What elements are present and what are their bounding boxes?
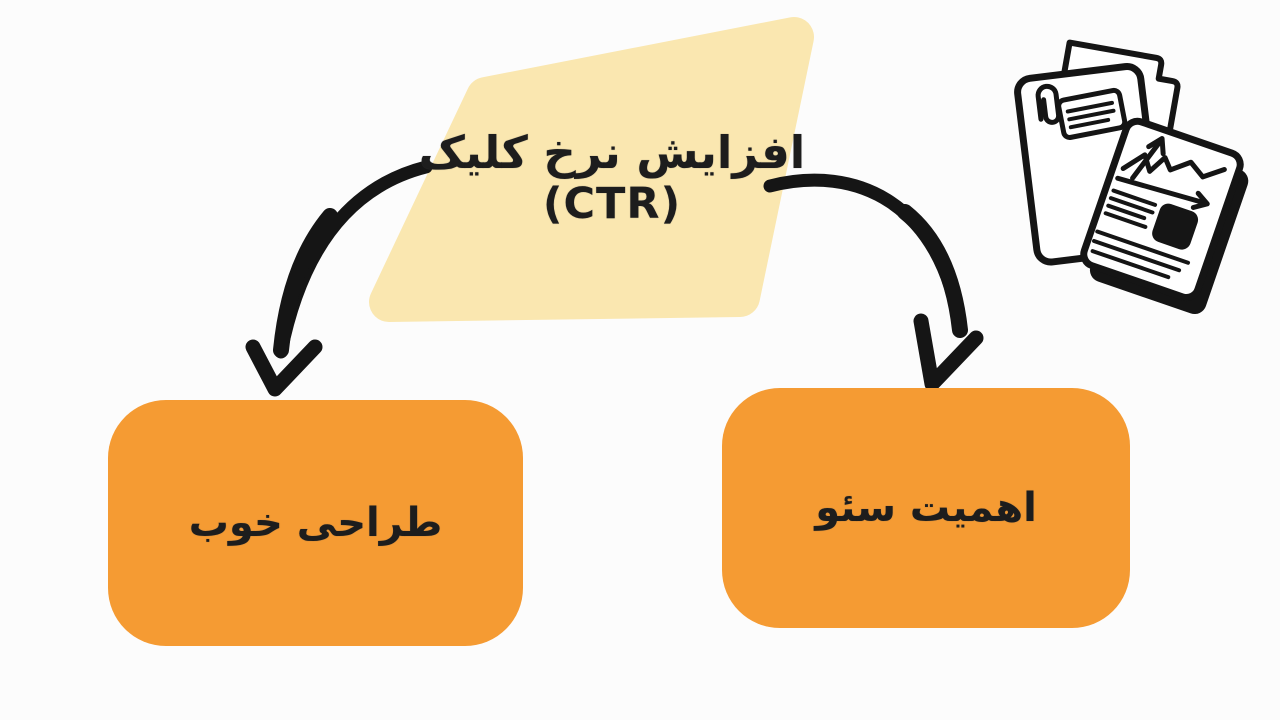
node-ctr-title-line2: (CTR): [542, 179, 682, 230]
trend-up-arrowhead: [1146, 136, 1166, 157]
node-seo-importance-label: اهمیت سئو: [815, 485, 1037, 531]
node-seo-importance: اهمیت سئو: [722, 388, 1130, 628]
axis-arrowhead: [1190, 190, 1210, 210]
zigzag-chart-line: [1120, 152, 1227, 180]
text-lines-bottom: [1090, 229, 1191, 280]
arrowhead-down-icon: [245, 339, 323, 397]
paperclip-icon: [1035, 83, 1062, 125]
chart-document-icon: [1080, 117, 1249, 315]
node-ctr-title: افزایش نرخ کلیک (CTR): [392, 126, 832, 230]
documents-illustration: [1014, 39, 1249, 315]
arrow-right: [763, 173, 984, 392]
image-placeholder-block: [1152, 203, 1199, 250]
node-good-design: طراحی خوب: [108, 400, 523, 646]
node-ctr-shape: [369, 17, 814, 322]
arrow-left: [245, 160, 433, 397]
label-box-icon: [1056, 87, 1128, 140]
text-lines: [1103, 188, 1158, 229]
node-good-design-label: طراحی خوب: [188, 500, 443, 546]
arrowhead-down-left-icon: [913, 313, 984, 392]
node-ctr-title-line1: افزایش نرخ کلیک: [418, 126, 806, 179]
axis-arrow-icon: [1115, 175, 1207, 206]
